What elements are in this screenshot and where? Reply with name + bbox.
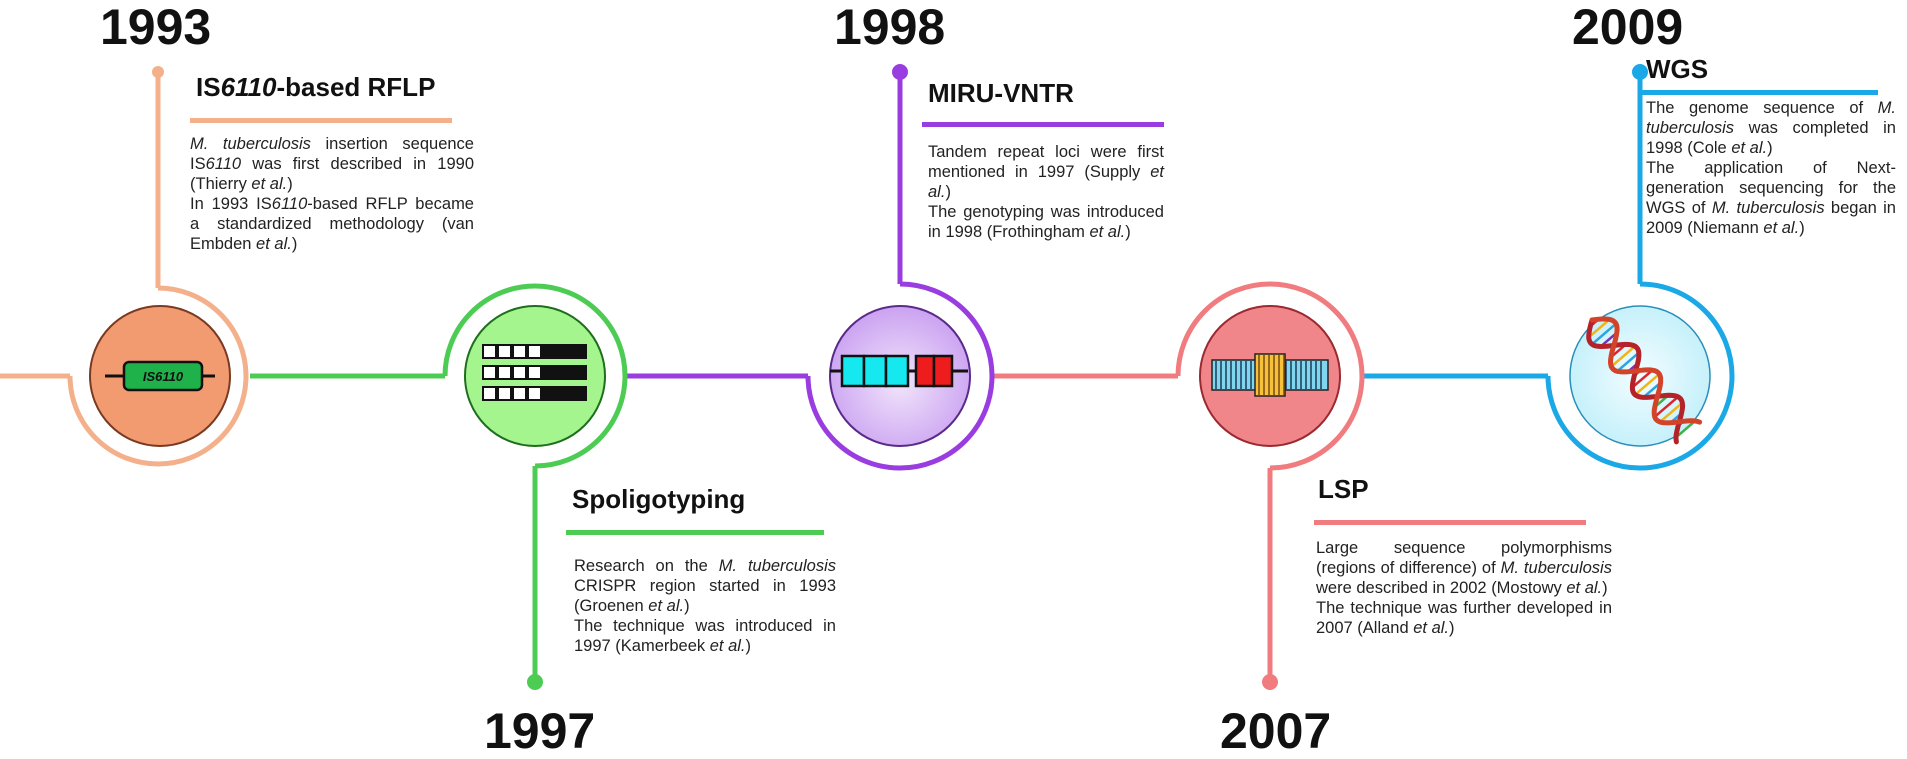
spacer-square (572, 344, 587, 359)
desc-wgs-p1: The genome sequence of M. tuberculosis w… (1646, 99, 1896, 157)
desc-miru-p2: The genotyping was introduced in 1998 (F… (928, 203, 1164, 241)
spacer-square (527, 386, 542, 401)
node-rflp: IS6110 (89, 305, 231, 447)
spacer-square (497, 344, 512, 359)
spacer-square (527, 365, 542, 380)
arc-wgs (1545, 281, 1735, 471)
spacer-square (527, 344, 542, 359)
arc-spoligo (442, 283, 628, 469)
desc-lsp-p1: Large sequence polymorphisms (regions of… (1316, 539, 1612, 597)
year-wgs: 2009 (1572, 0, 1684, 55)
spacer-square (542, 344, 557, 359)
year-spoligo: 1997 (484, 703, 596, 759)
spacer-square (557, 386, 572, 401)
rule-miru (922, 122, 1164, 127)
spacer-square (482, 344, 497, 359)
node-arcs (67, 281, 1735, 471)
dna-double-helix-icon (1586, 316, 1703, 445)
arc-lsp (1175, 281, 1365, 471)
title-rflp-em: 6110 (220, 72, 277, 102)
title-wgs: WGS (1646, 54, 1709, 84)
rule-rflp (190, 118, 452, 123)
spacer-square (542, 386, 557, 401)
year-miru: 1998 (834, 0, 946, 55)
is6110-element-icon (122, 360, 204, 392)
spacer-square (542, 365, 557, 380)
spacer-square (572, 386, 587, 401)
title-rflp-post: -based RFLP (276, 72, 436, 102)
title-spoligo: Spoligotyping (572, 484, 746, 514)
desc-spoligo-p2: The technique was introduced in 1997 (Ka… (574, 617, 836, 655)
dot-lsp (1262, 674, 1278, 690)
desc-miru: Tandem repeat loci were first mentioned … (928, 142, 1164, 242)
node-wgs-circle (1569, 305, 1711, 447)
spacer-square (497, 386, 512, 401)
spacer-square (512, 344, 527, 359)
spacer-square (557, 344, 572, 359)
spacer-square (512, 365, 527, 380)
dot-miru (892, 64, 908, 80)
spacer-square (572, 365, 587, 380)
dot-wgs (1632, 64, 1648, 80)
desc-wgs: The genome sequence of M. tuberculosis w… (1646, 98, 1896, 238)
node-lsp (1199, 305, 1341, 447)
spoligotype-pattern-icon (482, 344, 587, 401)
desc-wgs-p2: The application of Next-generation seque… (1646, 159, 1896, 237)
desc-miru-p1: Tandem repeat loci were first mentioned … (928, 143, 1164, 201)
spacer-square (482, 365, 497, 380)
desc-lsp: Large sequence polymorphisms (regions of… (1316, 538, 1612, 638)
rule-wgs (1640, 90, 1878, 95)
title-lsp: LSP (1318, 474, 1369, 504)
is6110-icon-label: IS6110 (143, 369, 184, 384)
desc-spoligo-p1: Research on the M. tuberculosis CRISPR r… (574, 557, 836, 615)
node-miru (829, 305, 971, 447)
desc-spoligo: Research on the M. tuberculosis CRISPR r… (574, 556, 836, 656)
arc-miru (805, 281, 995, 471)
node-stems (155, 72, 1643, 682)
spacer-square (512, 386, 527, 401)
spacer-square (482, 386, 497, 401)
year-rflp: 1993 (100, 0, 212, 55)
desc-lsp-p2: The technique was further developed in 2… (1316, 599, 1612, 637)
stem-end-dots (152, 64, 1648, 690)
dot-spoligo (527, 674, 543, 690)
tandem-repeat-icon (830, 354, 968, 388)
title-rflp: IS6110-based RFLP (196, 74, 435, 100)
year-lsp: 2007 (1220, 703, 1332, 759)
node-wgs (1569, 305, 1711, 447)
spacer-square (497, 365, 512, 380)
rule-spoligo (566, 530, 824, 535)
rule-lsp (1314, 520, 1586, 525)
spacer-square (557, 365, 572, 380)
node-spoligo (464, 305, 606, 447)
desc-rflp-p1: M. tuberculosis insertion sequence IS611… (190, 135, 474, 193)
title-miru: MIRU-VNTR (928, 78, 1074, 108)
dot-rflp (152, 66, 164, 78)
title-rflp-pre: IS (196, 72, 221, 102)
desc-rflp: M. tuberculosis insertion sequence IS611… (190, 134, 474, 254)
desc-rflp-p2: In 1993 IS6110-based RFLP became a stand… (190, 195, 474, 253)
region-of-difference-icon (1211, 353, 1329, 397)
arc-rflp (67, 285, 249, 467)
